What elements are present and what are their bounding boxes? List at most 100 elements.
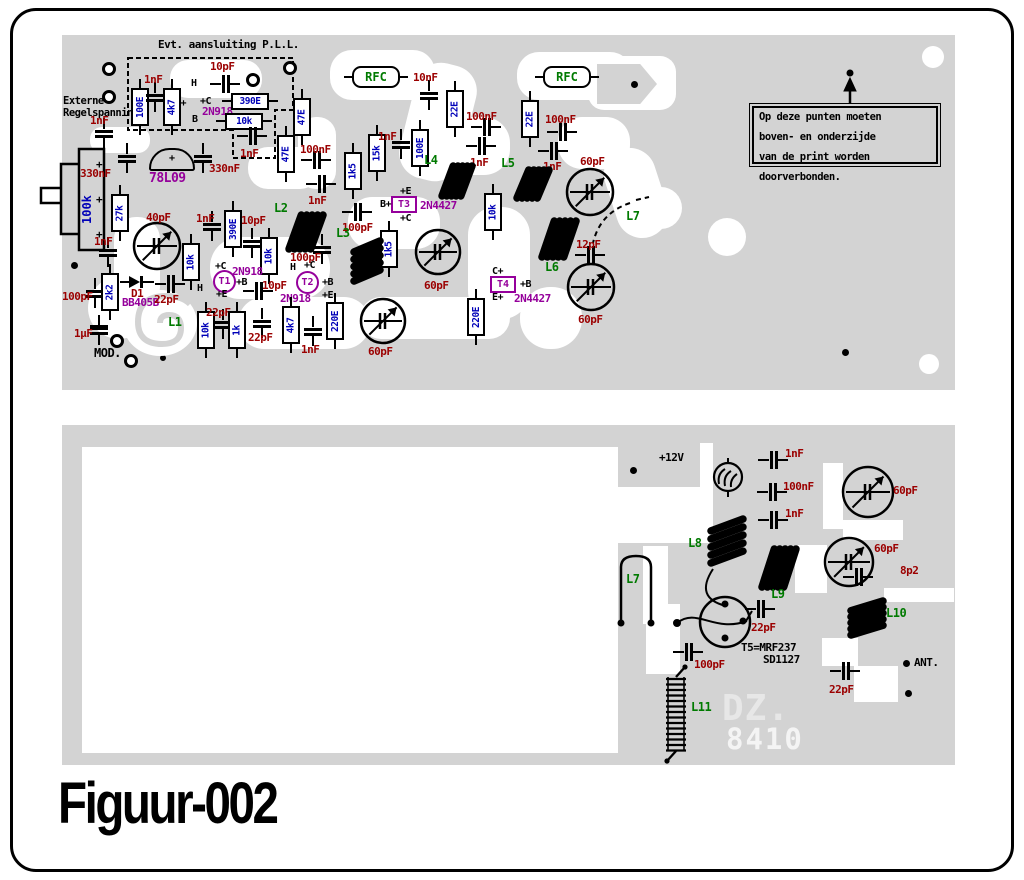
lb-60pF: 60pF xyxy=(368,345,393,358)
lb-L7: L7 xyxy=(626,572,640,586)
cap-100pF xyxy=(341,202,373,222)
pad xyxy=(102,62,116,76)
res-100E: 100E xyxy=(131,79,149,135)
lb-L2: L2 xyxy=(274,201,288,215)
pcb-bottom-board xyxy=(62,425,955,765)
trim-60pF xyxy=(414,228,462,276)
lb-L6: L6 xyxy=(545,260,559,274)
externe-label-line2: Regelspanning xyxy=(63,107,139,119)
pad xyxy=(283,61,297,75)
lb-100nF: 100nF xyxy=(466,110,497,123)
lb-1µF: 1µF xyxy=(74,327,93,340)
lb-60pF: 60pF xyxy=(580,155,605,168)
watermark-dz: DZ. xyxy=(722,688,791,729)
dot xyxy=(841,348,849,356)
lb-L8: L8 xyxy=(688,536,702,550)
dot xyxy=(630,80,638,88)
lb-+C: +C xyxy=(400,213,412,224)
lb-L3: L3 xyxy=(336,226,350,240)
coil-L2 xyxy=(285,211,327,253)
lb-60pF: 60pF xyxy=(424,279,449,292)
res-15k: 15k xyxy=(368,125,386,181)
coil-L5 xyxy=(513,166,553,202)
svg-text:+: + xyxy=(96,158,103,171)
trace xyxy=(843,520,903,540)
lb-H: H xyxy=(191,78,197,89)
hole xyxy=(922,46,944,68)
cap-1nF xyxy=(537,141,569,161)
res-22E: 22E xyxy=(446,81,464,137)
cap-10pF xyxy=(242,281,274,301)
hole xyxy=(919,354,939,374)
lb-+E: +E xyxy=(400,186,412,197)
trace xyxy=(618,487,706,543)
lb-ANT.: ANT. xyxy=(914,656,939,669)
bead xyxy=(712,461,744,493)
cap-100pF xyxy=(672,642,704,662)
dot xyxy=(902,659,910,667)
res-22E: 22E xyxy=(521,91,539,147)
res-2k2: 2k2 xyxy=(101,264,119,320)
cap-100nF xyxy=(300,150,332,170)
res-10k: 10k xyxy=(260,228,278,284)
trbox-T4: T4 xyxy=(490,276,516,293)
trim-40pF xyxy=(132,221,182,271)
cap-1nF xyxy=(305,174,337,194)
trim-60pF xyxy=(566,262,616,312)
note-line: van de print worden xyxy=(759,151,870,163)
lb-MOD.: MOD. xyxy=(94,346,121,360)
lb-1nF: 1nF xyxy=(94,235,113,248)
res-47E: 47E xyxy=(293,89,311,145)
t5 xyxy=(698,595,752,649)
res-100E: 100E xyxy=(411,120,429,176)
figure-title: Figuur-002 xyxy=(58,771,279,836)
diode-D1 xyxy=(120,276,154,288)
lb-D1: D1 xyxy=(131,287,144,300)
trace xyxy=(822,638,858,666)
lb-BB405B: BB405B xyxy=(122,296,159,309)
lb-22pF: 22pF xyxy=(154,293,179,306)
lb-10nF: 10nF xyxy=(413,71,438,84)
lb-100pF: 100pF xyxy=(694,658,725,671)
cap-100nF xyxy=(470,117,502,137)
lb-2N918: 2N918 xyxy=(280,292,311,305)
cap-22pF xyxy=(829,661,861,681)
lb-8p2: 8p2 xyxy=(900,564,919,577)
trim-60pF xyxy=(565,167,615,217)
cap-330nF xyxy=(117,142,137,174)
coil-L4 xyxy=(438,162,476,200)
lb-+C: +C xyxy=(304,260,316,271)
lb-1nF: 1nF xyxy=(196,212,215,225)
trace xyxy=(795,545,827,593)
coil-L8 xyxy=(707,515,747,567)
lb-12pF: 12pF xyxy=(576,238,601,251)
lb-100pF: 100pF xyxy=(342,221,373,234)
pad xyxy=(246,73,260,87)
lb-T5=MRF237: T5=MRF237 xyxy=(741,641,797,654)
lb-22pF: 22pF xyxy=(751,621,776,634)
dot xyxy=(904,689,912,697)
trbox-T3: T3 xyxy=(391,196,417,213)
res-4k7: 4k7 xyxy=(282,297,300,353)
lb-100nF: 100nF xyxy=(783,480,814,493)
pad xyxy=(102,90,116,104)
lb-L10: L10 xyxy=(886,606,907,620)
res-10k: 10k xyxy=(197,302,215,358)
lb-100nF: 100nF xyxy=(300,143,331,156)
trace xyxy=(82,447,618,753)
pad xyxy=(124,354,138,368)
res-220E: 220E xyxy=(467,289,485,345)
lb-60pF: 60pF xyxy=(578,313,603,326)
res-4k7: 4k7 xyxy=(163,79,181,135)
hole xyxy=(708,218,746,256)
lb-E+: E+ xyxy=(492,292,504,303)
lb-+E: +E xyxy=(322,290,334,301)
trace xyxy=(238,297,370,349)
rfc-RFC: RFC xyxy=(535,66,599,88)
lb-2N918: 2N918 xyxy=(232,265,263,278)
lb-78L09: 78L09 xyxy=(149,171,186,186)
note-line: boven- en onderzijde xyxy=(759,131,876,143)
cap-1nF xyxy=(236,126,268,146)
lb-1nF: 1nF xyxy=(785,507,804,520)
